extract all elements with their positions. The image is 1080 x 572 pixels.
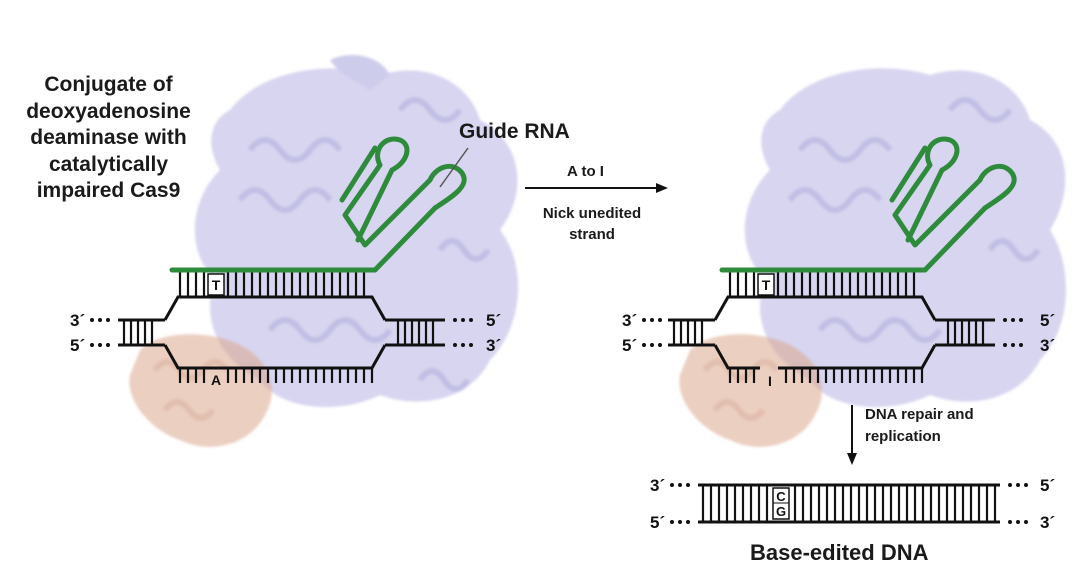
edited-end-left-top: 3´ bbox=[650, 476, 665, 495]
dotted-ends-right bbox=[642, 318, 1023, 347]
base-edited-dna-label: Base-edited DNA bbox=[750, 540, 929, 565]
deaminase-protein-right bbox=[679, 334, 822, 447]
dotted-ends-left bbox=[90, 318, 473, 347]
base-box-t-right bbox=[757, 273, 775, 296]
edited-base-g: G bbox=[776, 504, 786, 519]
deaminase-protein-left bbox=[129, 334, 272, 447]
right-panel: T I 3´ 5´ 5´ 3´ bbox=[622, 68, 1067, 532]
left-panel: T A 3´ 5´ 5´ 3´ bbox=[70, 55, 519, 447]
dna-rungs-left bbox=[122, 272, 435, 383]
guide-rna-right bbox=[719, 136, 1017, 273]
base-box-t-left bbox=[207, 273, 225, 296]
edited-base-c: C bbox=[776, 489, 786, 504]
base-i-right: I bbox=[768, 373, 772, 389]
guide-rna-left bbox=[169, 136, 467, 273]
base-edited-dna: C G 3´ 5´ 5´ 3´ bbox=[650, 476, 1055, 532]
end-right-panel-left-top: 3´ bbox=[622, 311, 637, 330]
end-left-top-label: 3´ bbox=[70, 311, 85, 330]
base-a-left: A bbox=[211, 372, 221, 388]
edited-end-right-bottom: 3´ bbox=[1040, 513, 1055, 532]
cas9-protein-right bbox=[744, 68, 1067, 407]
end-right-panel-right-bottom: 3´ bbox=[1040, 336, 1055, 355]
base-t-right: T bbox=[762, 277, 771, 293]
edited-end-right-top: 5´ bbox=[1040, 476, 1055, 495]
edited-end-left-bottom: 5´ bbox=[650, 513, 665, 532]
guide-rna-leader-line bbox=[439, 147, 469, 188]
nick-unedited-strand-label: Nick unedited strand bbox=[542, 205, 642, 243]
conjugate-label: Conjugate of deoxyadenosine deaminase wi… bbox=[26, 73, 191, 202]
a-to-i-arrow bbox=[525, 183, 668, 193]
end-right-bottom-label: 3´ bbox=[486, 336, 501, 355]
end-left-bottom-label: 5´ bbox=[70, 336, 85, 355]
guide-rna-label: Guide RNA bbox=[459, 120, 570, 143]
a-to-i-label: A to I bbox=[567, 163, 604, 180]
repair-arrow bbox=[847, 405, 857, 465]
dna-repair-label: DNA repair and replication bbox=[865, 406, 974, 445]
end-right-top-label: 5´ bbox=[486, 311, 501, 330]
end-right-panel-left-bottom: 5´ bbox=[622, 336, 637, 355]
dna-rungs-right bbox=[672, 272, 985, 383]
base-t-left: T bbox=[212, 277, 221, 293]
end-right-panel-right-top: 5´ bbox=[1040, 311, 1055, 330]
